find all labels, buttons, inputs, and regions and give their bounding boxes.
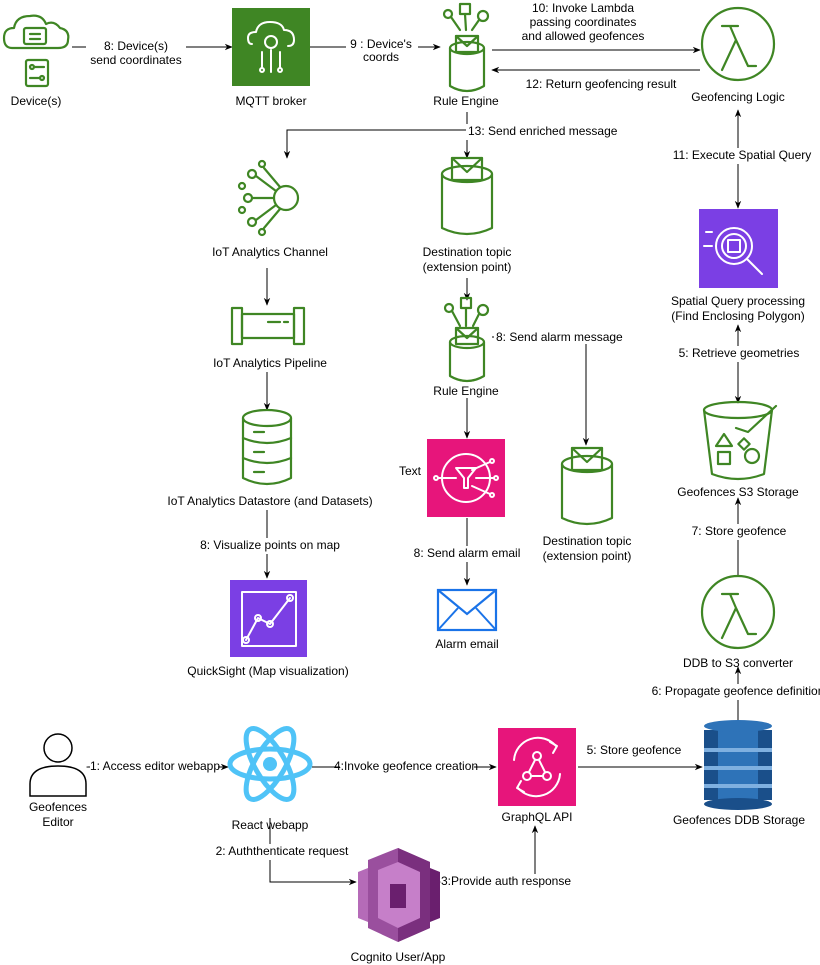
edge-label-5b: 5: Store geofence [587, 743, 682, 757]
edge-label-8b: 8: Send alarm message [496, 330, 623, 344]
datastore-label: IoT Analytics Datastore (and Datasets) [167, 494, 372, 508]
edge-label-12: 12: Return geofencing result [526, 77, 677, 91]
pipeline-icon [230, 306, 306, 346]
edge-label-8c: 8: Send alarm email [414, 546, 521, 560]
edge-label-2: 2: Auththenticate request [216, 844, 349, 858]
edge-labels: 8: Device(s) send coordinates 9 : Device… [86, 1, 820, 890]
graphql-node: GraphQL API [498, 728, 576, 824]
dynamodb-icon [704, 720, 772, 810]
rule-engine-1-node: Rule Engine [433, 2, 499, 108]
edge-label-8d: 8: Visualize points on map [200, 538, 340, 552]
edge-label-13: 13: Send enriched message [468, 124, 618, 138]
rule-engine-1-label: Rule Engine [433, 94, 499, 108]
cognito-label: Cognito User/App [351, 950, 446, 964]
geofencing-logic-label: Geofencing Logic [691, 90, 784, 104]
bucket-icon [702, 400, 778, 481]
destination-topic-2-label-a: Destination topic [543, 534, 632, 548]
ddb-node: Geofences DDB Storage [673, 720, 805, 827]
devices-node: Device(s) [2, 14, 70, 108]
edge-label-11: 11: Execute Spatial Query [673, 148, 812, 162]
graphql-icon [498, 728, 576, 806]
destination-topic-1-label-b: (extension point) [423, 260, 512, 274]
edge-rule2-dest2 [492, 336, 590, 446]
s3-storage-label: Geofences S3 Storage [677, 485, 799, 499]
edge-rule-to-channel [283, 129, 467, 159]
mqtt-broker-label: MQTT broker [235, 94, 306, 108]
edge-label-9-line1: 9 : Device's [350, 37, 412, 51]
edge-react-cognito [269, 818, 357, 886]
channel-icon [237, 159, 300, 237]
destination-topic-1-label-a: Destination topic [423, 245, 512, 259]
edge-label-4: 4:Invoke geofence creation [334, 759, 478, 773]
iot-pipeline-label: IoT Analytics Pipeline [213, 356, 327, 370]
sns-node: Text [399, 439, 505, 517]
edge-label-10-line2: passing coordinates [530, 15, 637, 29]
edge-label-5a: 5: Retrieve geometries [679, 346, 800, 360]
edge-label-1: -1: Access editor webapp [86, 759, 220, 773]
edge-label-10-line3: and allowed geofences [522, 29, 645, 43]
editor-label-b: Editor [42, 815, 73, 829]
rule-engine-2-node: Rule Engine [433, 296, 499, 398]
rule-engine-2-icon [443, 296, 490, 383]
destination-topic-2-node: Destination topic (extension point) [543, 446, 632, 563]
edge-label-9-line2: coords [363, 50, 399, 64]
editor-label-a: Geofences [29, 800, 87, 814]
graphql-label: GraphQL API [502, 810, 573, 824]
spatial-query-icon [699, 209, 778, 288]
spatial-query-label-a: Spatial Query processing [671, 294, 805, 308]
user-icon [29, 733, 87, 797]
cloud-device-icon [2, 14, 70, 88]
rule-engine-icon [442, 2, 490, 93]
react-node: React webapp [227, 726, 313, 832]
destination-topic-1-node: Destination topic (extension point) [423, 156, 512, 274]
edge-label-7: 7: Store geofence [692, 524, 787, 538]
datastore-icon [241, 408, 293, 486]
envelope-icon [436, 588, 498, 632]
destination-topic-2-label-b: (extension point) [543, 549, 632, 563]
ddb-s3-converter-node: DDB to S3 converter [683, 574, 793, 670]
spatial-query-node: Spatial Query processing (Find Enclosing… [671, 209, 805, 323]
ddb-label: Geofences DDB Storage [673, 813, 805, 827]
edge-label-6: 6: Propagate geofence definition [652, 684, 820, 698]
lambda-icon [700, 6, 776, 82]
rule-engine-2-label: Rule Engine [433, 384, 499, 398]
cognito-node: Cognito User/App [351, 848, 446, 964]
alarm-email-label: Alarm email [435, 637, 498, 651]
alarm-email-node: Alarm email [435, 588, 499, 651]
edge-label-8a-line1: 8: Device(s) [104, 39, 168, 53]
edge-label-3: -3:Provide auth response [437, 874, 571, 888]
cognito-icon [358, 848, 440, 942]
devices-label: Device(s) [11, 94, 62, 108]
react-label: React webapp [232, 818, 309, 832]
topic-icon [440, 156, 494, 236]
s3-storage-node: Geofences S3 Storage [677, 400, 799, 499]
spatial-query-label-b: (Find Enclosing Polygon) [671, 309, 804, 323]
editor-node: Geofences Editor [29, 733, 87, 829]
edge-label-8a-line2: send coordinates [90, 53, 181, 67]
ddb-s3-converter-label: DDB to S3 converter [683, 656, 793, 670]
topic-2-icon [560, 446, 614, 526]
quicksight-label: QuickSight (Map visualization) [187, 664, 348, 678]
datastore-node: IoT Analytics Datastore (and Datasets) [167, 408, 373, 508]
mqtt-broker-node: MQTT broker [232, 8, 310, 108]
geofencing-logic-node: Geofencing Logic [691, 6, 785, 104]
edge-label-10-line1: 10: Invoke Lambda [532, 1, 634, 15]
iot-channel-label: IoT Analytics Channel [212, 245, 328, 259]
react-icon [227, 726, 313, 802]
lambda-converter-icon [700, 574, 776, 650]
iot-pipeline-node: IoT Analytics Pipeline [213, 306, 327, 370]
quicksight-node: QuickSight (Map visualization) [187, 580, 349, 678]
text-node-label: Text [399, 464, 422, 478]
iot-channel-node: IoT Analytics Channel [212, 159, 328, 259]
